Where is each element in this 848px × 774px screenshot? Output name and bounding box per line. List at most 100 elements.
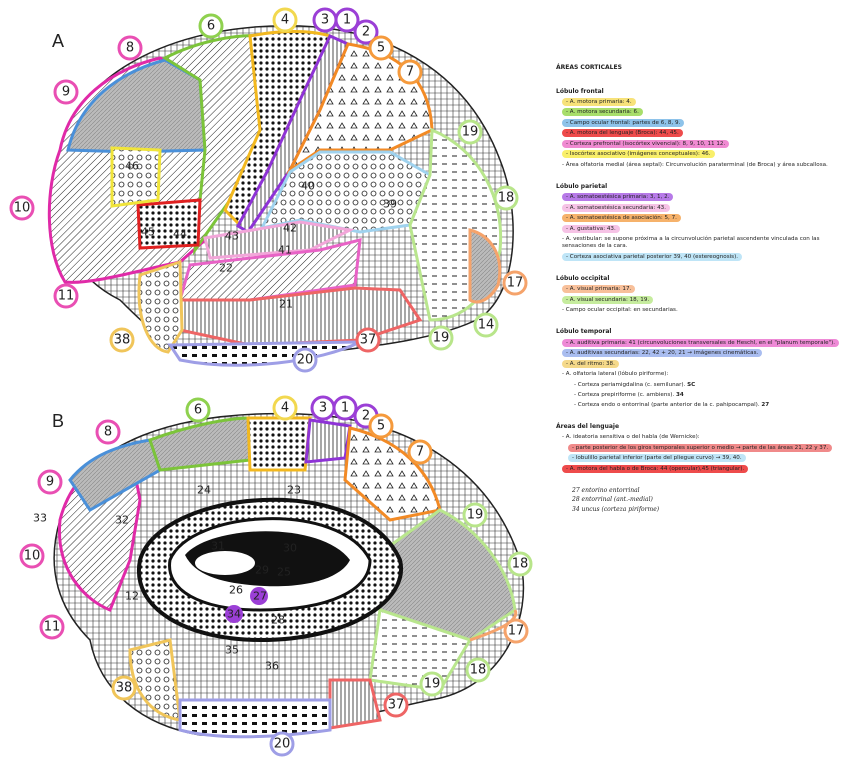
- legend-subitem: - Corteza prepiriforme (c. ambiens). 34: [574, 391, 684, 398]
- inner-label-a: 46: [125, 160, 139, 173]
- area-badge-b-ring: [95, 419, 121, 445]
- legend-item: - A. visual primaria: 17.: [562, 285, 842, 294]
- legend-item-text: - A. auditiva primaria: 41 (circunvoluci…: [562, 338, 840, 347]
- area-badge-b-label: 17: [508, 624, 525, 639]
- area-inferior-temporal-a: [167, 340, 361, 367]
- panel-a: A: [47, 25, 514, 367]
- area-badge-a: 18: [493, 185, 519, 211]
- area-badge-a-label: 7: [406, 65, 414, 80]
- legend-item: - Isocórtex asociativo (imágenes concept…: [562, 150, 842, 159]
- legend-item: - A. motora primaria: 4.: [562, 98, 842, 106]
- area-motor-secondary-b: [148, 416, 252, 472]
- legend-item: - Campo ocular frontal: partes de 6, 8, …: [562, 118, 842, 127]
- area-motor-primary-b: [246, 416, 312, 472]
- inner-label-b: 24: [197, 484, 211, 497]
- area-badge-a-label: 5: [377, 41, 385, 56]
- inner-label-b: 25: [277, 566, 291, 579]
- area-badge-a-label: 1: [343, 13, 351, 28]
- area-badge-a-ring: [109, 327, 135, 353]
- inner-label-b: 34: [227, 608, 241, 621]
- legend-item-text: - A. somatoestésica primaria: 3, 1, 2.: [562, 193, 674, 202]
- inner-label-a: 40: [301, 180, 315, 193]
- area-frontal-eye-a: [66, 58, 207, 154]
- legend-section: Áreas del lenguaje- A. ideatoria sensiti…: [556, 423, 842, 473]
- area-badge-a-ring: [355, 327, 381, 353]
- area-badge-b: 19: [419, 671, 445, 697]
- area-badge-a-ring: [353, 19, 379, 45]
- area-badge-b: 7: [407, 439, 433, 465]
- handwritten-note: 28 entorrinal (ant.-medial): [572, 496, 653, 504]
- legend-item: - A. somatoestésica de asociación: 5, 7.: [562, 214, 842, 223]
- legend-item: - A. auditivas secundarias: 22, 42 + 20,…: [562, 349, 842, 358]
- area-badge-a-label: 20: [297, 353, 314, 368]
- legend-item: - A. somatoestésica secundaria: 43.: [562, 203, 842, 212]
- legend-item: - A. visual secundaria: 18, 19.: [562, 295, 842, 304]
- legend-subitem: - Corteza endo o entorrinal (parte anter…: [574, 401, 770, 408]
- area-badge-b: 6: [185, 397, 211, 423]
- area-badge-a-label: 10: [14, 201, 31, 216]
- area-badge-a-ring: [292, 347, 318, 373]
- area-badge-a-label: 11: [58, 289, 75, 304]
- area-badge-b: 9: [37, 469, 63, 495]
- area-badge-b: 19: [462, 502, 488, 528]
- area-badge-a-label: 19: [433, 331, 450, 346]
- legend-item-text: - A. motora secundaria: 6.: [562, 108, 643, 117]
- inner-label-b: 23: [287, 484, 301, 497]
- legend-item: - parte posterior de los giros temporale…: [568, 443, 842, 452]
- inner-label-a: 43: [225, 230, 239, 243]
- area-badge-a-ring: [493, 185, 519, 211]
- area-badge-b-ring: [111, 675, 137, 701]
- inner-label-b: 26: [229, 584, 243, 597]
- area-badge-b: 10: [19, 543, 45, 569]
- inner-label-a: 45: [141, 226, 155, 239]
- legend-item-text: - A. olfatoria lateral (lóbulo piriforme…: [562, 371, 669, 378]
- area-badge-b-ring: [462, 502, 488, 528]
- area-badge-b-label: 38: [116, 681, 133, 696]
- area-badge-b-label: 1: [341, 401, 349, 416]
- legend-panel: ÁREAS CORTICALES Lóbulo frontal- A. moto…: [556, 64, 842, 515]
- inner-label-b: 27: [253, 590, 267, 603]
- uncus-marker: [225, 605, 243, 623]
- inner-label-b: 28: [271, 614, 285, 627]
- area-badge-b: 17: [503, 618, 529, 644]
- legend-item: - A. motora del habla o de Broca: 44 (op…: [562, 464, 842, 473]
- legend-item-text: - A. vestibular: se supone próxima a la …: [562, 236, 820, 250]
- area-badge-b-ring: [332, 395, 358, 421]
- area-badge-b-label: 11: [44, 620, 61, 635]
- brain-cortical-areas-diagram: A B: [9, 7, 533, 757]
- area-badge-b: 5: [368, 413, 394, 439]
- inner-label-b: 30: [283, 542, 297, 555]
- handwritten-mark: SC: [687, 381, 696, 388]
- area-badge-b-ring: [383, 692, 409, 718]
- area-badge-b: 1: [332, 395, 358, 421]
- area-badge-a-ring: [53, 283, 79, 309]
- area-badge-a-ring: [198, 13, 224, 39]
- legend-item: - A. gustativa: 43.: [562, 224, 842, 233]
- area-badge-b-ring: [37, 469, 63, 495]
- area-badge-b-ring: [419, 671, 445, 697]
- inner-label-b: 36: [265, 660, 279, 673]
- panel-b: B: [52, 411, 525, 739]
- legend-item-text: - A. motora primaria: 4.: [562, 98, 636, 106]
- area-badge-a-label: 6: [207, 19, 215, 34]
- area-badge-a-label: 9: [62, 85, 70, 100]
- legend-item: - Corteza prefrontal (isocórtex vivencia…: [562, 139, 842, 148]
- ventricle: [195, 551, 255, 575]
- area-badge-b-label: 19: [424, 677, 441, 692]
- area-badge-a-label: 38: [114, 333, 131, 348]
- area-visual-primary-a: [468, 228, 502, 304]
- legend-section-heading: Áreas del lenguaje: [556, 422, 620, 430]
- area-badge-a: 2: [353, 19, 379, 45]
- legend-section-heading: Lóbulo parietal: [556, 182, 608, 190]
- inner-label-a: 44: [173, 228, 187, 241]
- handwritten-mark: 34: [676, 391, 684, 398]
- area-badge-b-ring: [185, 397, 211, 423]
- area-badge-a-ring: [117, 35, 143, 61]
- area-badge-b: 20: [269, 731, 295, 757]
- area-badge-a-ring: [9, 195, 35, 221]
- area-badge-a: 8: [117, 35, 143, 61]
- inner-label-b: 35: [225, 644, 239, 657]
- area-badge-a-ring: [502, 270, 528, 296]
- legend-item: - A. motora secundaria: 6.: [562, 108, 842, 117]
- inner-label-a: 42: [283, 222, 297, 235]
